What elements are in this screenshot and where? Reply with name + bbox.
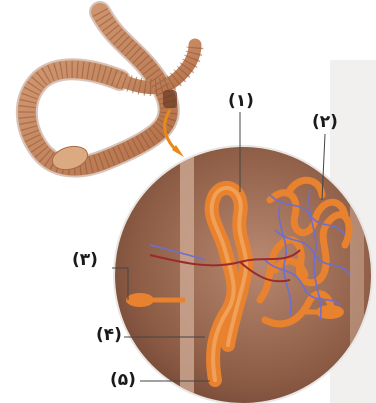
label-4: (۴): [96, 327, 122, 344]
label-2: (۲): [312, 114, 338, 131]
earthworm: [27, 12, 195, 173]
septum-left: [180, 145, 194, 403]
section-marker: [163, 90, 177, 108]
label-1: (۱): [228, 93, 254, 110]
label-5: (۵): [110, 372, 136, 389]
label-3: (۳): [72, 252, 98, 269]
funnel-left: [126, 293, 154, 307]
